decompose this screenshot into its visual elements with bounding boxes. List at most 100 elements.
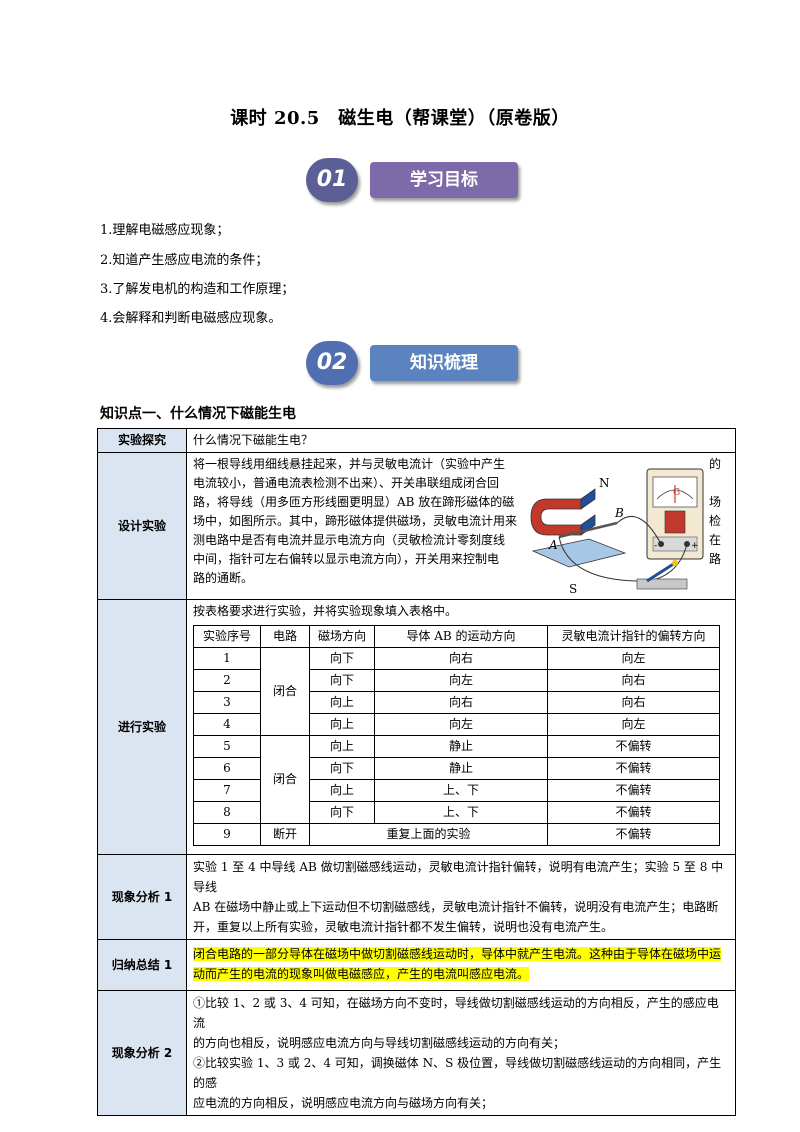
cell-circuit: 闭合: [260, 647, 310, 736]
text-line: 路，将导线（用多匝方形线圈更明显）AB 放在蹄形磁体的磁: [193, 495, 515, 509]
table-row: 设计实验 将一根导线用细线悬挂起来，并与灵敏电流计（实验中产生 电流较小，普通电…: [97, 452, 736, 600]
text-line: 电流较小，普通电流表检测不出来）、开关串联组成闭合回: [193, 476, 500, 490]
column-header: 灵敏电流计指针的偏转方向: [547, 625, 720, 648]
page-title: 课时 20.5 磁生电（帮课堂）（原卷版）: [230, 108, 570, 129]
text-line: 开，重复以上所有实验，灵敏电流计指针都不发生偏转，说明也没有电流产生。: [193, 920, 614, 934]
cell-motion: 上、下: [374, 779, 548, 802]
section-number-badge: 02: [306, 341, 358, 385]
cell-motion: 向右: [374, 647, 548, 670]
text-line: 路的通断。: [193, 571, 254, 585]
section-title: 知识梳理: [370, 345, 518, 381]
column-header: 导体 AB 的运动方向: [374, 625, 548, 648]
cell-deflect: 向左: [547, 713, 720, 736]
table-row: 4 向上 向左 向左: [193, 713, 720, 736]
experiment-apparatus-figure: G - +: [530, 468, 704, 596]
text-line: ①比较 1、2 或 3、4 可知，在磁场方向不变时，导线做切割磁感线运动的方向相…: [193, 996, 719, 1030]
switch-icon: [636, 560, 688, 590]
table-row: 现象分析 1 实验 1 至 4 中导线 AB 做切割磁感线运动，灵敏电流计指针偏…: [97, 854, 736, 940]
row-label: 现象分析 2: [97, 990, 187, 1116]
experiment-results-table: 实验序号 电路 磁场方向 导体 AB 的运动方向 灵敏电流计指针的偏转方向 1 …: [193, 625, 720, 846]
design-text: 将一根导线用细线悬挂起来，并与灵敏电流计（实验中产生 电流较小，普通电流表检测不…: [193, 455, 525, 588]
text-line: 场: [709, 495, 722, 509]
objective-item: 3.了解发电机的构造和工作原理；: [100, 282, 295, 297]
cell-motion: 向左: [374, 669, 548, 692]
section-title: 学习目标: [370, 162, 518, 198]
text-line: 中间，指针可左右偏转以显示电流方向），开关用来控制电: [193, 552, 500, 566]
cell-circuit: 断开: [260, 823, 310, 846]
table-row: 3 向上 向右 向右: [193, 691, 720, 714]
text-line: 的: [709, 457, 722, 471]
figure-label-s: S: [569, 582, 577, 596]
figure-label-a: A: [548, 538, 558, 552]
text-line: 场中，如图所示。其中，蹄形磁体提供磁场，灵敏电流计用来: [193, 514, 518, 528]
table-row: 归纳总结 1 闭合电路的一部分导体在磁场中做切割磁感线运动时，导体中就产生电流。…: [97, 939, 736, 991]
cell-repeat: 重复上面的实验: [309, 823, 548, 846]
figure-label-minus: -: [654, 541, 657, 551]
cell-motion: 向右: [374, 691, 548, 714]
conductor-ab: [558, 521, 618, 539]
cell-motion: 静止: [374, 735, 548, 758]
text-line: 路: [709, 552, 722, 566]
cell-field: 向下: [309, 669, 375, 692]
text-line: 将一根导线用细线悬挂起来，并与灵敏电流计（实验中产生: [193, 457, 506, 471]
table-row: 现象分析 2 ①比较 1、2 或 3、4 可知，在磁场方向不变时，导线做切割磁感…: [97, 990, 736, 1116]
row-label: 实验探究: [97, 428, 187, 453]
highlighted-text: 闭合电路的一部分导体在磁场中做切割磁感线运动时，导体中就产生电流。这种由于导体在…: [193, 947, 722, 961]
highlighted-text: 动而产生的电流的现象叫做电磁感应，产生的电流叫感应电流。: [193, 967, 530, 981]
table-row: 6 向下 静止 不偏转: [193, 757, 720, 780]
text-line: 测电路中是否有电流并显示电流方向（灵敏检流计零刻度线: [193, 533, 506, 547]
text-line: ②比较实验 1、3 或 2、4 可知，调换磁体 N、S 极位置，导线做切割磁感线…: [193, 1056, 722, 1090]
row-label: 进行实验: [97, 599, 187, 855]
cell-deflect: 向右: [547, 669, 720, 692]
figure-label-g: G: [673, 488, 680, 498]
galvanometer-icon: G - +: [646, 468, 704, 560]
text-line: 实验 1 至 4 中导线 AB 做切割磁感线运动，灵敏电流计指针偏转，说明有电流…: [193, 860, 724, 894]
cell-no: 3: [193, 691, 261, 714]
row-content: 什么情况下磁能生电？: [186, 428, 736, 453]
cell-no: 8: [193, 801, 261, 824]
objective-item: 4.会解释和判断电磁感应现象。: [100, 311, 282, 326]
cell-deflect: 向左: [547, 647, 720, 670]
column-header: 实验序号: [193, 625, 261, 648]
cell-field: 向上: [309, 691, 375, 714]
cell-field: 向上: [309, 713, 375, 736]
cell-field: 向下: [309, 647, 375, 670]
table-row: 2 向下 向左 向右: [193, 669, 720, 692]
cell-field: 向下: [309, 757, 375, 780]
row-label: 设计实验: [97, 452, 187, 600]
text-line: 检: [709, 514, 722, 528]
cell-no: 2: [193, 669, 261, 692]
objective-item: 1.理解电磁感应现象；: [100, 223, 230, 238]
cell-deflect: 向右: [547, 691, 720, 714]
cell-no: 5: [193, 735, 261, 758]
cell-no: 7: [193, 779, 261, 802]
column-header: 电路: [260, 625, 310, 648]
figure-label-b: B: [614, 506, 624, 520]
table-row: 9 断开 重复上面的实验 不偏转: [193, 823, 720, 846]
table-row: 5 闭合 向上 静止 不偏转: [193, 735, 720, 824]
cell-deflect: 不偏转: [547, 823, 720, 846]
cell-no: 4: [193, 713, 261, 736]
cell-field: 向下: [309, 801, 375, 824]
wrapped-side-text: 的 场 检 在 路: [709, 455, 729, 569]
table-row: 实验探究 什么情况下磁能生电？: [97, 428, 736, 453]
cell-deflect: 不偏转: [547, 779, 720, 802]
knowledge-point-heading: 知识点一、什么情况下磁能生电: [100, 406, 296, 422]
row-label: 现象分析 1: [97, 854, 187, 940]
table-row: 进行实验 按表格要求进行实验，并将实验现象填入表格中。 实验序号 电路 磁场方向…: [97, 599, 736, 855]
section-number-badge: 01: [306, 158, 358, 202]
row-intro: 按表格要求进行实验，并将实验现象填入表格中。: [193, 604, 458, 618]
text-line: 在: [709, 533, 722, 547]
table-row: 1 闭合 向下 向右 向左: [193, 647, 720, 736]
text-line: 的方向也相反，说明感应电流方向与导线切割磁感线运动的方向有关；: [193, 1036, 566, 1050]
cell-deflect: 不偏转: [547, 757, 720, 780]
cell-no: 9: [193, 823, 261, 846]
cell-deflect: 不偏转: [547, 735, 720, 758]
cell-motion: 静止: [374, 757, 548, 780]
cell-no: 1: [193, 647, 261, 670]
cell-no: 6: [193, 757, 261, 780]
cell-motion: 向左: [374, 713, 548, 736]
design-content: 将一根导线用细线悬挂起来，并与灵敏电流计（实验中产生 电流较小，普通电流表检测不…: [193, 455, 729, 597]
column-header: 磁场方向: [309, 625, 375, 648]
cell-deflect: 不偏转: [547, 801, 720, 824]
